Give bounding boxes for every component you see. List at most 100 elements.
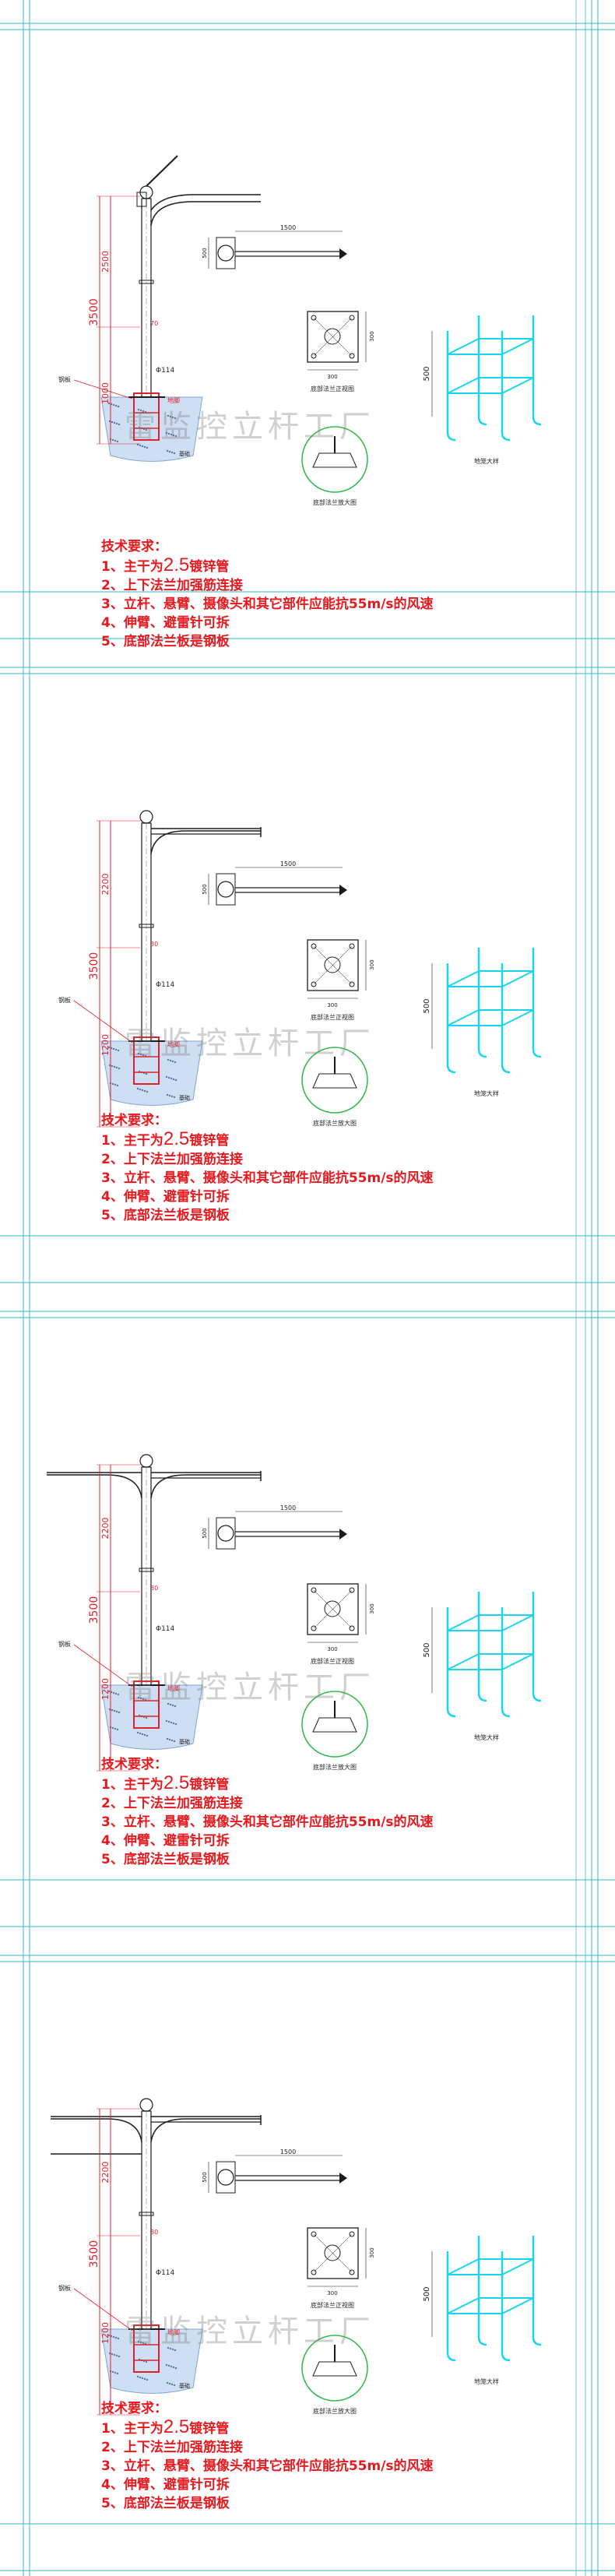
aggregate-dot: [136, 443, 139, 446]
enlarged-plate: [312, 2361, 357, 2377]
concrete-base: [100, 2328, 203, 2394]
dim-arm-text: 1500: [280, 2148, 296, 2155]
cross-arm: [150, 194, 261, 211]
mid-flange: [139, 2212, 154, 2216]
dim-arm-text: 1500: [280, 860, 296, 867]
aggregate-dot: [114, 2336, 118, 2339]
dim-flange-w-text: 300: [327, 374, 337, 380]
aggregate-dot: [170, 451, 174, 454]
enlarged-plate: [312, 452, 357, 468]
anchor-cage: [133, 1036, 160, 1085]
aggregate-dot: [113, 1065, 116, 1068]
pole-top-cap: [139, 2098, 153, 2112]
aggregate-dot: [115, 1710, 118, 1713]
tech-line-1-thickness: 2.5: [163, 1128, 190, 1149]
aggregate-dot: [174, 417, 177, 420]
tech-line-5: 5、底部法兰板是钢板: [101, 634, 230, 649]
aggregate-dot: [169, 2347, 172, 2350]
dim-flange-side-text: 300: [369, 959, 375, 970]
aggregate-dot: [113, 1709, 116, 1712]
tech-line-1: 1、主干为2.5镀锌管: [101, 1774, 434, 1794]
flange-enlarged-caption: 底部法兰放大图: [313, 1119, 357, 1127]
detail-clamp: [217, 881, 234, 898]
aggregate-dot: [118, 423, 121, 426]
flange-enlarged: 底部法兰放大图: [301, 2335, 368, 2415]
dim-total-text: 3500: [88, 298, 100, 326]
left-arm: [51, 2118, 142, 2143]
dim-gap-text: 70: [150, 320, 158, 327]
aggregate-dot: [111, 421, 114, 424]
dim-flange-h-text: 500: [202, 884, 208, 894]
dim-arm-text: 1500: [280, 224, 296, 231]
aggregate-dot: [165, 431, 168, 435]
aggregate-dot: [168, 1094, 171, 1097]
aggregate-dot: [139, 2376, 142, 2379]
cage-bar: [532, 2236, 542, 2346]
aggregate-dot: [170, 2365, 173, 2368]
aggregate-dot: [170, 433, 173, 436]
tech-line-1: 1、主干为2.5镀锌管: [101, 2418, 434, 2438]
base-label: 基础: [179, 1094, 190, 1101]
aggregate-dot: [107, 1046, 111, 1049]
tech-line-1-thickness: 2.5: [163, 2416, 190, 2437]
aggregate-dot: [171, 1060, 174, 1063]
aggregate-dot: [107, 402, 111, 405]
aggregate-dot: [146, 1734, 149, 1737]
aggregate-dot: [167, 1702, 170, 1705]
cage-bar: [501, 2251, 511, 2362]
aggregate-dot: [114, 1048, 118, 1051]
pole-elevation: [51, 2098, 262, 2330]
detail-clamp: [217, 2169, 234, 2186]
dim-arm-text: 1500: [280, 1504, 296, 1511]
aggregate-dot: [170, 1721, 173, 1724]
aggregate-dot: [166, 449, 169, 452]
aggregate-dot: [146, 1090, 149, 1093]
aggregate-dot: [172, 1078, 175, 1081]
base-label: 基础: [179, 450, 190, 457]
dim-lower-text: 1200: [100, 1034, 111, 1056]
tech-line-2: 2、上下法兰加强筋连接: [101, 578, 243, 593]
dim-gap-text: 30: [150, 941, 158, 948]
tech-line-2: 2、上下法兰加强筋连接: [101, 2440, 243, 2455]
aggregate-dot: [112, 1047, 115, 1050]
concrete-base: [100, 396, 203, 462]
aggregate-dot: [174, 1061, 177, 1064]
aggregate-dot: [143, 445, 146, 449]
aggregate-dot: [139, 1697, 142, 1700]
leader-tag: 钢板: [58, 2284, 71, 2292]
bolt-hole: [349, 2269, 355, 2275]
aggregate-dot: [173, 452, 176, 455]
aggregate-dot: [169, 415, 172, 418]
aggregate-dot: [170, 2383, 174, 2386]
leader-line: [73, 379, 133, 399]
anchor-label: 地脚: [167, 396, 180, 404]
right-arm: [150, 1474, 261, 1499]
dim-pipe-text: Φ114: [156, 367, 175, 375]
dim-upper-text: 2500: [100, 251, 111, 273]
tech-title: 技术要求：: [101, 1113, 167, 1128]
cage-caption: 地笼大样: [474, 1089, 499, 1097]
concrete-base: [100, 1684, 203, 1750]
aggregate-dot: [117, 1049, 120, 1052]
aggregate-dot: [171, 2348, 174, 2351]
aggregate-dot: [115, 422, 118, 425]
tech-line-1-thickness: 2.5: [163, 1772, 190, 1793]
mid-flange: [139, 280, 154, 284]
dim-gap-text: 30: [150, 1585, 158, 1592]
aggregate-dot: [107, 2334, 111, 2337]
dim-upper-text: 2200: [100, 1518, 111, 1540]
aggregate-dot: [143, 1089, 146, 1093]
aggregate-dot: [167, 2346, 170, 2349]
lightning-rod: [146, 155, 178, 187]
leader-tag: 钢板: [58, 375, 71, 383]
aggregate-dot: [141, 2377, 144, 2380]
flange-diag: [313, 1589, 353, 1629]
aggregate-dot: [111, 1726, 114, 1730]
